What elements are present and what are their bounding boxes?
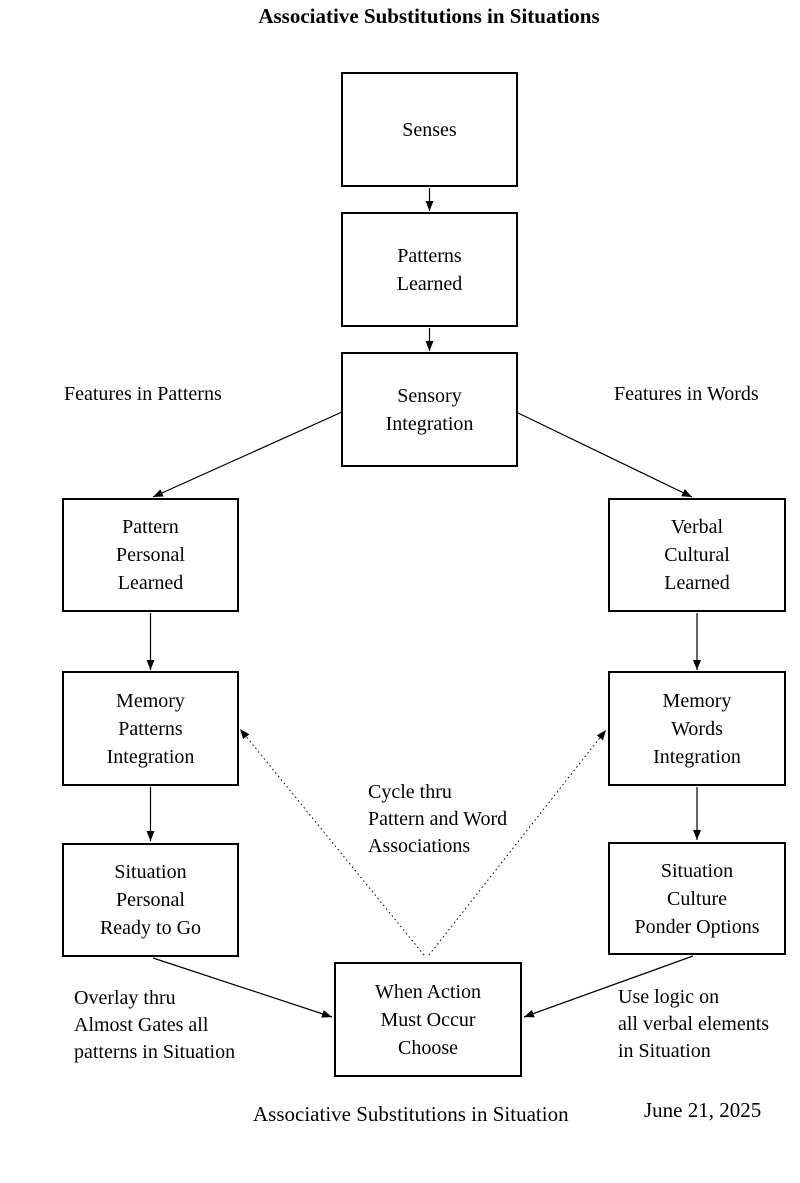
- diagram-date: June 21, 2025: [644, 1098, 762, 1122]
- node-situation-personal-ready-label: Situation Personal Ready to Go: [99, 861, 202, 939]
- edge-situation-culture-to-when-action-arrow: [523, 955, 694, 1018]
- annotation-cycle-note: Cycle thru Pattern and Word Associations: [368, 781, 508, 857]
- edge-when-action-to-memory-words-dotted-arrow: [428, 729, 607, 956]
- node-situation-culture-ponder: Situation Culture Ponder Options: [608, 842, 786, 955]
- node-pattern-personal-learned-label: Pattern Personal Learned: [116, 516, 185, 594]
- node-situation-culture-ponder-label: Situation Culture Ponder Options: [634, 859, 760, 938]
- node-verbal-cultural-learned-label: Verbal Cultural Learned: [664, 516, 730, 594]
- node-sensory-integration-label: Sensory Integration: [385, 384, 474, 435]
- annotation-logic-note: Use logic on all verbal elements in Situ…: [618, 986, 770, 1062]
- node-memory-patterns-integration: Memory Patterns Integration: [62, 671, 239, 786]
- node-when-action-choose: When Action Must Occur Choose: [334, 962, 522, 1077]
- node-verbal-cultural-learned: Verbal Cultural Learned: [608, 498, 786, 612]
- node-when-action-choose-label: When Action Must Occur Choose: [374, 980, 482, 1059]
- node-memory-words-integration-label: Memory Words Integration: [653, 689, 741, 768]
- node-pattern-personal-learned: Pattern Personal Learned: [62, 498, 239, 612]
- diagram-title: Associative Substitutions in Situations: [258, 4, 600, 28]
- node-senses-label: Senses: [402, 118, 457, 141]
- node-senses: Senses: [341, 72, 518, 187]
- edge-sensory-to-pattern-personal-arrow: [152, 411, 343, 498]
- annotation-overlay-note: Overlay thru Almost Gates all patterns i…: [74, 987, 236, 1063]
- node-patterns-learned: Patterns Learned: [341, 212, 518, 327]
- node-memory-words-integration: Memory Words Integration: [608, 671, 786, 786]
- node-sensory-integration: Sensory Integration: [341, 352, 518, 467]
- annotation-features-in-patterns: Features in Patterns: [64, 383, 222, 405]
- edge-situation-personal-to-when-action-arrow: [152, 957, 333, 1018]
- edge-sensory-to-verbal-cultural-arrow: [515, 411, 693, 498]
- node-memory-patterns-integration-label: Memory Patterns Integration: [106, 689, 195, 768]
- diagram-caption: Associative Substitutions in Situation: [253, 1102, 569, 1126]
- annotation-features-in-words: Features in Words: [614, 383, 759, 405]
- node-situation-personal-ready: Situation Personal Ready to Go: [62, 843, 239, 957]
- node-patterns-learned-label: Patterns Learned: [396, 244, 463, 295]
